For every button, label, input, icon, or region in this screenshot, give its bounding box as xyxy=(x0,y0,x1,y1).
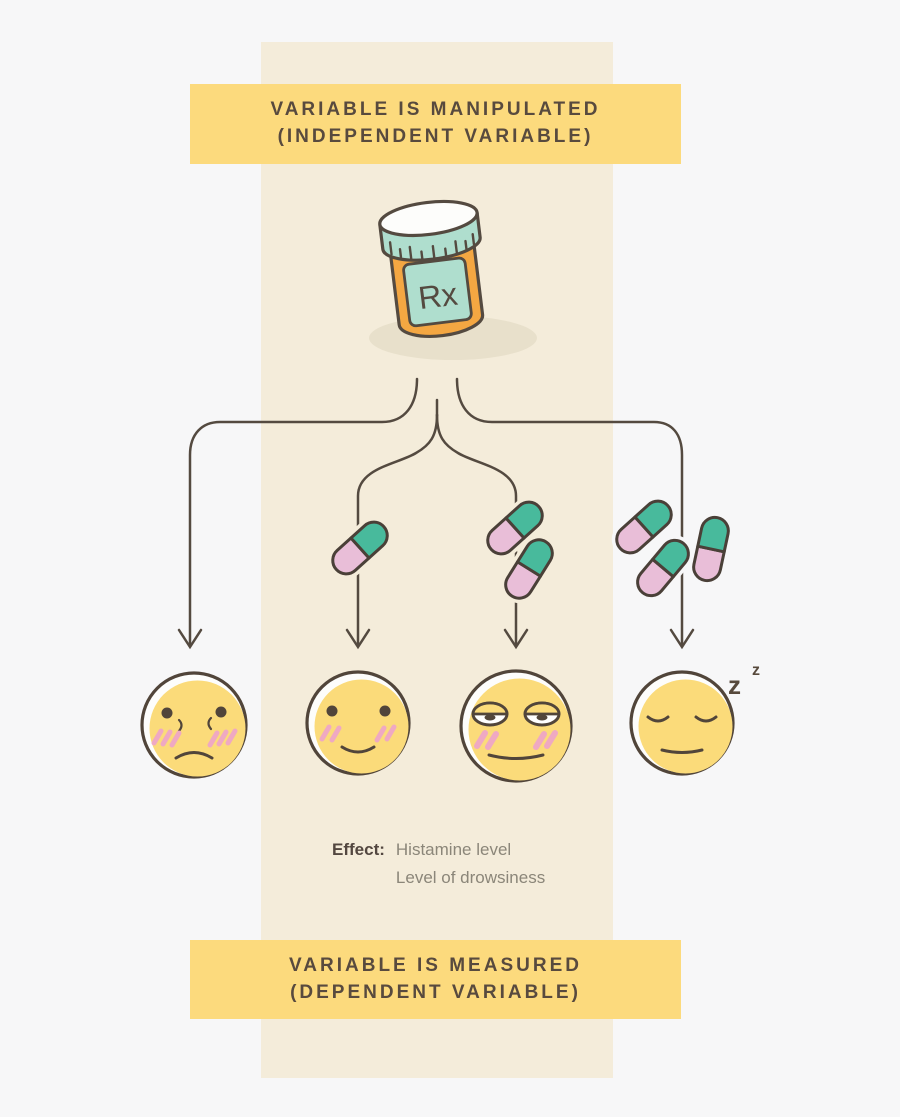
branch-line-3 xyxy=(435,413,518,647)
face-annoyed xyxy=(140,671,248,779)
arrowhead-1 xyxy=(177,628,203,650)
face-content xyxy=(305,670,411,776)
effect-value-histamine: Histamine level xyxy=(395,840,512,859)
mouth-frown xyxy=(174,751,214,760)
cap-ridges xyxy=(388,232,476,261)
heavy-lidded-eye xyxy=(523,701,561,727)
sleep-z-small: z xyxy=(752,662,760,679)
banner-top-line2: (INDEPENDENT VARIABLE) xyxy=(277,126,594,147)
mouth-flat xyxy=(660,748,704,754)
face-drowsy xyxy=(459,669,573,783)
branch-line-1 xyxy=(188,377,419,647)
face-asleep xyxy=(629,670,735,776)
effect-value-drowsiness: Level of drowsiness xyxy=(395,868,546,887)
bottle-cap-top xyxy=(378,199,479,238)
rx-text: Rx xyxy=(416,276,459,316)
pill-capsule xyxy=(320,509,400,587)
pill-bottle-illustration: Rx xyxy=(378,199,485,338)
bottle-label xyxy=(402,256,473,328)
dependent-variable-banner: VARIABLE IS MEASURED (DEPENDENT VARIABLE… xyxy=(190,940,681,1019)
pill-capsule xyxy=(685,508,737,590)
closed-eye xyxy=(646,715,670,723)
banner-top-line1: VARIABLE IS MANIPULATED xyxy=(270,99,601,121)
blush-marks xyxy=(151,728,238,748)
effect-label: Effect: xyxy=(332,840,385,859)
dose-2-pills xyxy=(475,489,565,611)
arrowhead-4 xyxy=(669,628,695,650)
heavy-lidded-eye xyxy=(471,701,509,727)
dose-3-pills xyxy=(604,488,737,609)
mouth-flat xyxy=(487,753,545,760)
sleep-z-large: z xyxy=(728,670,741,700)
banner-bottom-line2: (DEPENDENT VARIABLE) xyxy=(290,981,581,1003)
mouth-smile xyxy=(340,745,376,754)
branch-line-2 xyxy=(356,413,439,647)
effect-caption: Effect: Histamine level Level of drowsin… xyxy=(332,836,545,892)
closed-eye xyxy=(694,715,718,723)
dose-1-pills xyxy=(320,509,400,587)
blush-marks xyxy=(474,730,558,750)
arrowhead-3 xyxy=(503,628,529,650)
blush-marks xyxy=(319,724,397,743)
branch-arrows xyxy=(177,377,695,650)
branch-line-4 xyxy=(455,377,684,647)
arrowhead-2 xyxy=(345,628,371,650)
effect-values: Histamine level Level of drowsiness xyxy=(396,836,545,892)
independent-variable-banner: VARIABLE IS MANIPULATED (INDEPENDENT VAR… xyxy=(190,84,681,164)
banner-bottom-line1: VARIABLE IS MEASURED xyxy=(289,954,582,976)
